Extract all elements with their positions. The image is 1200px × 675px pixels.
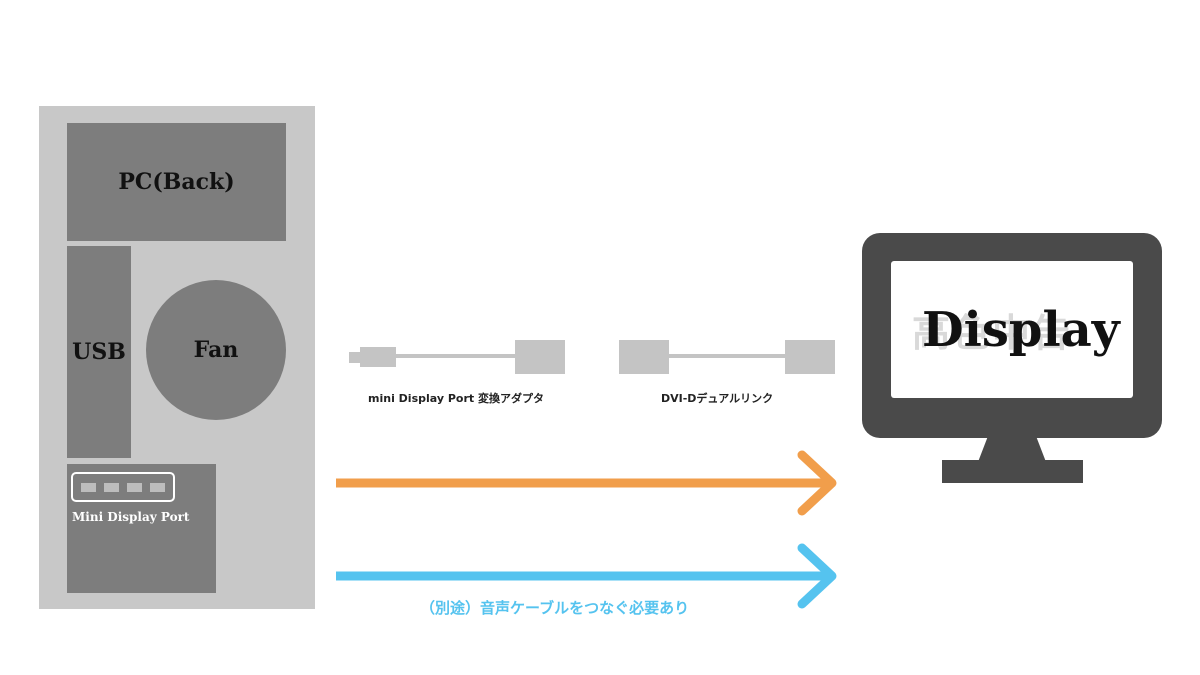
- port-icon: [127, 483, 142, 492]
- adapter-label: mini Display Port 変換アダプタ: [368, 392, 544, 405]
- video-arrow-icon: [336, 450, 837, 516]
- display-label: Display: [922, 302, 1120, 358]
- dvi-cable-icon: [619, 340, 835, 374]
- dvi-cable-label: DVI-Dデュアルリンク: [661, 392, 774, 405]
- pc-back-label: PC(Back): [118, 169, 235, 195]
- fan: Fan: [146, 280, 286, 420]
- screen-watermark: 高色中告: [912, 310, 1073, 355]
- fan-label: Fan: [193, 337, 239, 363]
- port-icon: [150, 483, 165, 492]
- usb-label: USB: [72, 339, 126, 365]
- pc-back-panel: PC(Back): [67, 123, 286, 241]
- port-icon: [104, 483, 119, 492]
- mini-display-port-label: Mini Display Port: [72, 510, 190, 524]
- mini-dp-adapter-icon: [349, 340, 565, 374]
- audio-cable-note: （別途）音声ケーブルをつなぐ必要あり: [420, 599, 690, 617]
- audio-arrow-icon: [336, 543, 837, 609]
- usb-panel: USB: [67, 246, 131, 458]
- monitor-icon: [862, 233, 1162, 483]
- port-icon: [81, 483, 96, 492]
- mini-display-port-group: [71, 472, 175, 502]
